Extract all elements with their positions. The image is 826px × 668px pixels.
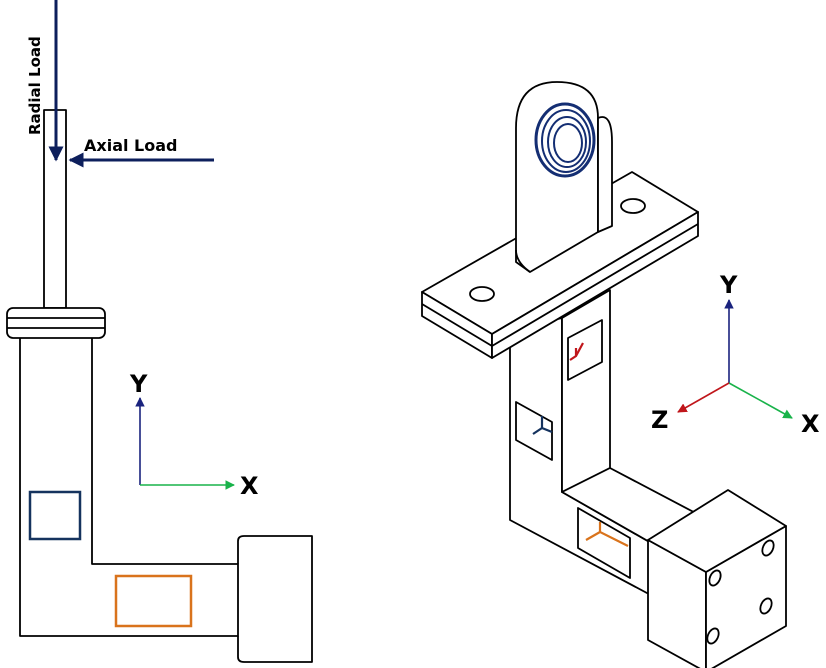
isometric-part bbox=[421, 81, 787, 668]
axis-x-3d bbox=[728, 382, 793, 419]
strain-gauge-blue bbox=[28, 490, 82, 541]
radial-load-label: Radial Load bbox=[26, 36, 44, 135]
axis-y-2d-label: Y bbox=[129, 370, 148, 398]
axis-z-3d bbox=[677, 382, 730, 413]
window-upper bbox=[567, 319, 603, 381]
axis-x-3d-label: X bbox=[801, 410, 820, 438]
axes-3d: Y X Z bbox=[651, 271, 820, 438]
end-block bbox=[237, 535, 313, 663]
axis-x-2d-label: X bbox=[240, 472, 259, 500]
axial-load-label: Axial Load bbox=[84, 136, 177, 155]
axis-z-3d-label: Z bbox=[651, 406, 668, 434]
side-view-part bbox=[6, 109, 313, 663]
bolt-hole bbox=[469, 286, 495, 302]
l-body bbox=[19, 338, 239, 637]
load-arrows: Radial Load Axial Load bbox=[26, 0, 214, 168]
collar bbox=[6, 307, 106, 339]
axes-2d: Y X bbox=[129, 370, 259, 500]
bearing bbox=[534, 102, 596, 178]
axis-y-3d-label: Y bbox=[719, 271, 738, 299]
window-lower bbox=[577, 507, 631, 579]
window-mid bbox=[515, 401, 553, 461]
bolt-hole bbox=[620, 198, 646, 214]
strain-gauge-orange bbox=[114, 574, 193, 628]
